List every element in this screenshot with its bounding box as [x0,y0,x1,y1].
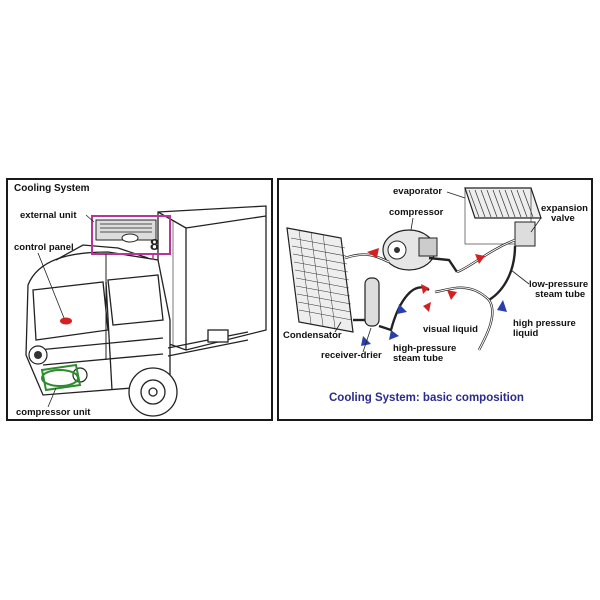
svg-text:8: 8 [150,237,159,254]
high-pressure-liquid-label-1: high pressure [513,318,576,329]
compressor-label: compressor [389,207,444,218]
low-pressure-label-2: steam tube [535,289,585,300]
compressor-unit-highlight [28,345,88,392]
red-flow-arrows [367,248,485,312]
right-panel-caption: Cooling System: basic composition [329,392,524,404]
control-panel-label: control panel [14,242,74,253]
compressor-component [382,229,438,271]
truck-chassis [128,329,249,417]
expansion-valve-label-1: expansion [541,203,588,214]
truck-diagram-panel: 8 Cooling System external unit control p… [6,178,273,421]
high-pressure-steam-label-2: steam tube [393,353,443,364]
expansion-valve-label-2: valve [551,213,575,224]
blue-flow-arrows [361,300,507,346]
external-unit-leader [85,214,95,223]
control-panel-marker [60,317,72,325]
compressor-unit-leader [47,387,57,408]
truck-illustration: 8 Cooling System external unit control p… [14,183,267,418]
evaporator-label: evaporator [393,186,442,197]
high-pressure-steam-label-1: high-pressure [393,343,456,354]
left-panel-title: Cooling System [14,183,90,194]
visual-liquid-label: visual liquid [423,324,478,335]
truck-cab [25,244,171,396]
control-panel-leader [37,252,65,319]
compressor-unit-label: compressor unit [16,407,91,418]
high-pressure-liquid-label-2: liquid [513,328,539,339]
condensator-component [286,227,354,333]
cooling-circuit-illustration: evaporator compressor expansion valve lo… [283,186,588,404]
external-unit-label: external unit [20,210,77,221]
external-unit-highlight: 8 [91,215,171,360]
low-pressure-label-1: low-pressure [529,279,588,290]
cargo-box [157,205,267,351]
receiver-drier-component [364,277,380,327]
cooling-circuit-panel: evaporator compressor expansion valve lo… [277,178,593,421]
condensator-label: Condensator [283,330,342,341]
evaporator-component [464,187,542,247]
receiver-drier-label: receiver-drier [321,350,382,361]
